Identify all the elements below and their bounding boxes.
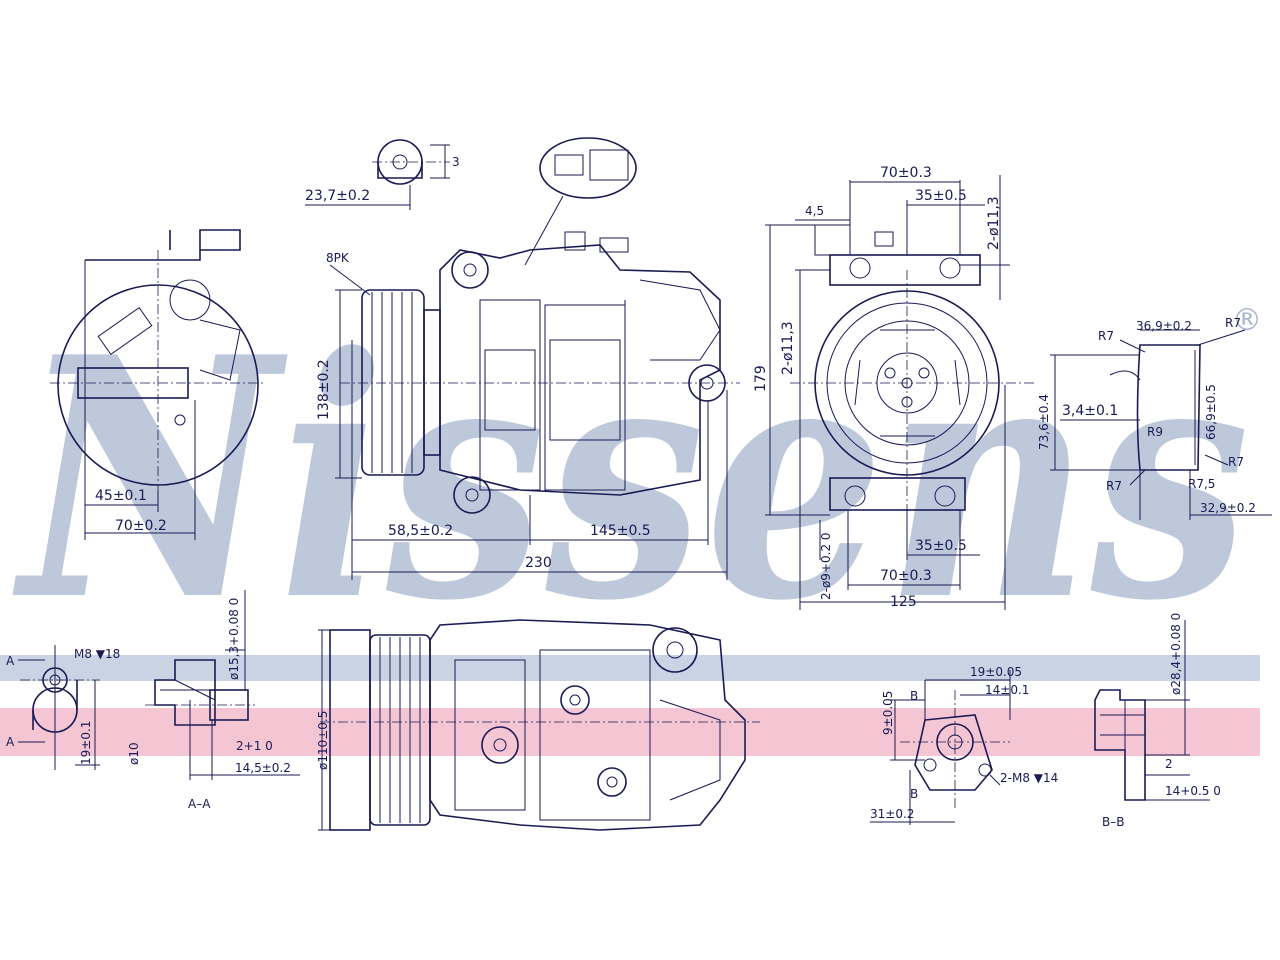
r9: R9 <box>1147 425 1163 439</box>
dim-73-6: 73,6±0.4 <box>1037 394 1051 450</box>
label-a-top: A <box>6 654 15 668</box>
label-8pk: 8PK <box>326 251 350 265</box>
pink-band <box>0 708 1260 756</box>
dim-36-9: 36,9±0.2 <box>1136 319 1192 333</box>
dim-19-aa: 19±0.1 <box>79 721 93 765</box>
title-bb: B–B <box>1102 815 1124 829</box>
m8-2: 2-M8 ▼14 <box>1000 771 1058 785</box>
watermark-text: Nissens <box>11 285 1250 673</box>
dim-179: 179 <box>753 365 769 392</box>
dim-2-d9: 2-ø9+0.2 0 <box>819 532 833 600</box>
dim-32-9: 32,9±0.2 <box>1200 501 1256 515</box>
bracket-view: R7 36,9±0.2 R7 73,6±0.4 3,4±0.1 R9 66,9±… <box>1037 316 1272 520</box>
r7-5: R7,5 <box>1188 477 1215 491</box>
dim-14-5: 14,5±0.2 <box>235 761 291 775</box>
label-a-bottom: A <box>6 735 15 749</box>
dim-2-aa: 2+1 0 <box>236 739 273 753</box>
main-side-view: 8PK 138±0.2 58,5±0.2 145±0.5 230 <box>316 231 740 580</box>
dim-d28-4: ø28,4+0.08 0 <box>1169 613 1183 695</box>
dim-35-bottom: 35±0.5 <box>915 538 967 554</box>
dim-2-bb: 2 <box>1165 757 1173 771</box>
dim-35-top: 35±0.5 <box>915 188 967 204</box>
dim-2-d11-3-left: 2-ø11,3 <box>780 321 796 375</box>
dim-14-b: 14±0.1 <box>985 683 1029 697</box>
front-view: 70±0.3 35±0.5 4,5 2-ø11,3 179 2-ø11,3 2-… <box>753 165 1035 610</box>
dim-3-4: 3,4±0.1 <box>1062 403 1118 419</box>
label-b-bottom: B <box>910 787 918 801</box>
dim-138: 138±0.2 <box>316 359 332 420</box>
left-end-view: 45±0.1 70±0.2 <box>50 229 265 540</box>
dim-70-top: 70±0.3 <box>880 165 932 181</box>
dim-19-b: 19±0.05 <box>970 665 1022 679</box>
dim-3: 3 <box>452 155 460 169</box>
section-bb: ø28,4+0.08 0 2 14+0.5 0 B–B <box>1094 613 1221 829</box>
dim-d10: ø10 <box>127 742 141 765</box>
r7-c: R7 <box>1228 455 1244 469</box>
r7-d: R7 <box>1106 479 1122 493</box>
top-port-detail: 23,7±0.2 3 <box>305 139 460 210</box>
r7-a: R7 <box>1098 329 1114 343</box>
dim-70-bottom: 70±0.3 <box>880 568 932 584</box>
dim-d110: ø110±0.5 <box>316 711 330 770</box>
dim-14-bb: 14+0.5 0 <box>1165 784 1221 798</box>
label-b-top: B <box>910 689 918 703</box>
port-detail-b: B B 19±0.05 14±0.1 9±0.05 2-M8 ▼14 31±0.… <box>870 665 1058 825</box>
dim-d15-3: ø15,3+0.08 0 <box>227 598 241 680</box>
dim-9-b: 9±0.05 <box>881 691 895 735</box>
dim-4-5: 4,5 <box>805 204 824 218</box>
connector-callout <box>524 137 637 266</box>
m8-thread: M8 ▼18 <box>74 647 120 661</box>
dim-2-d11-3-top: 2-ø11,3 <box>986 196 1002 250</box>
dim-125: 125 <box>890 594 917 610</box>
title-aa: A–A <box>188 797 211 811</box>
dim-45: 45±0.1 <box>95 488 147 504</box>
dim-58-5: 58,5±0.2 <box>388 523 453 539</box>
dim-66-9: 66,9±0.5 <box>1204 384 1218 440</box>
dim-23-7: 23,7±0.2 <box>305 188 370 204</box>
dim-145: 145±0.5 <box>590 523 651 539</box>
section-aa: A A M8 ▼18 19±0.1 ø10 ø15,3+0.08 0 2+1 0… <box>6 590 300 811</box>
dim-31: 31±0.2 <box>870 807 914 821</box>
bottom-side-view: ø110±0.5 <box>316 619 760 831</box>
dim-70-left: 70±0.2 <box>115 518 167 534</box>
dim-230: 230 <box>525 555 552 571</box>
r7-b: R7 <box>1225 316 1241 330</box>
